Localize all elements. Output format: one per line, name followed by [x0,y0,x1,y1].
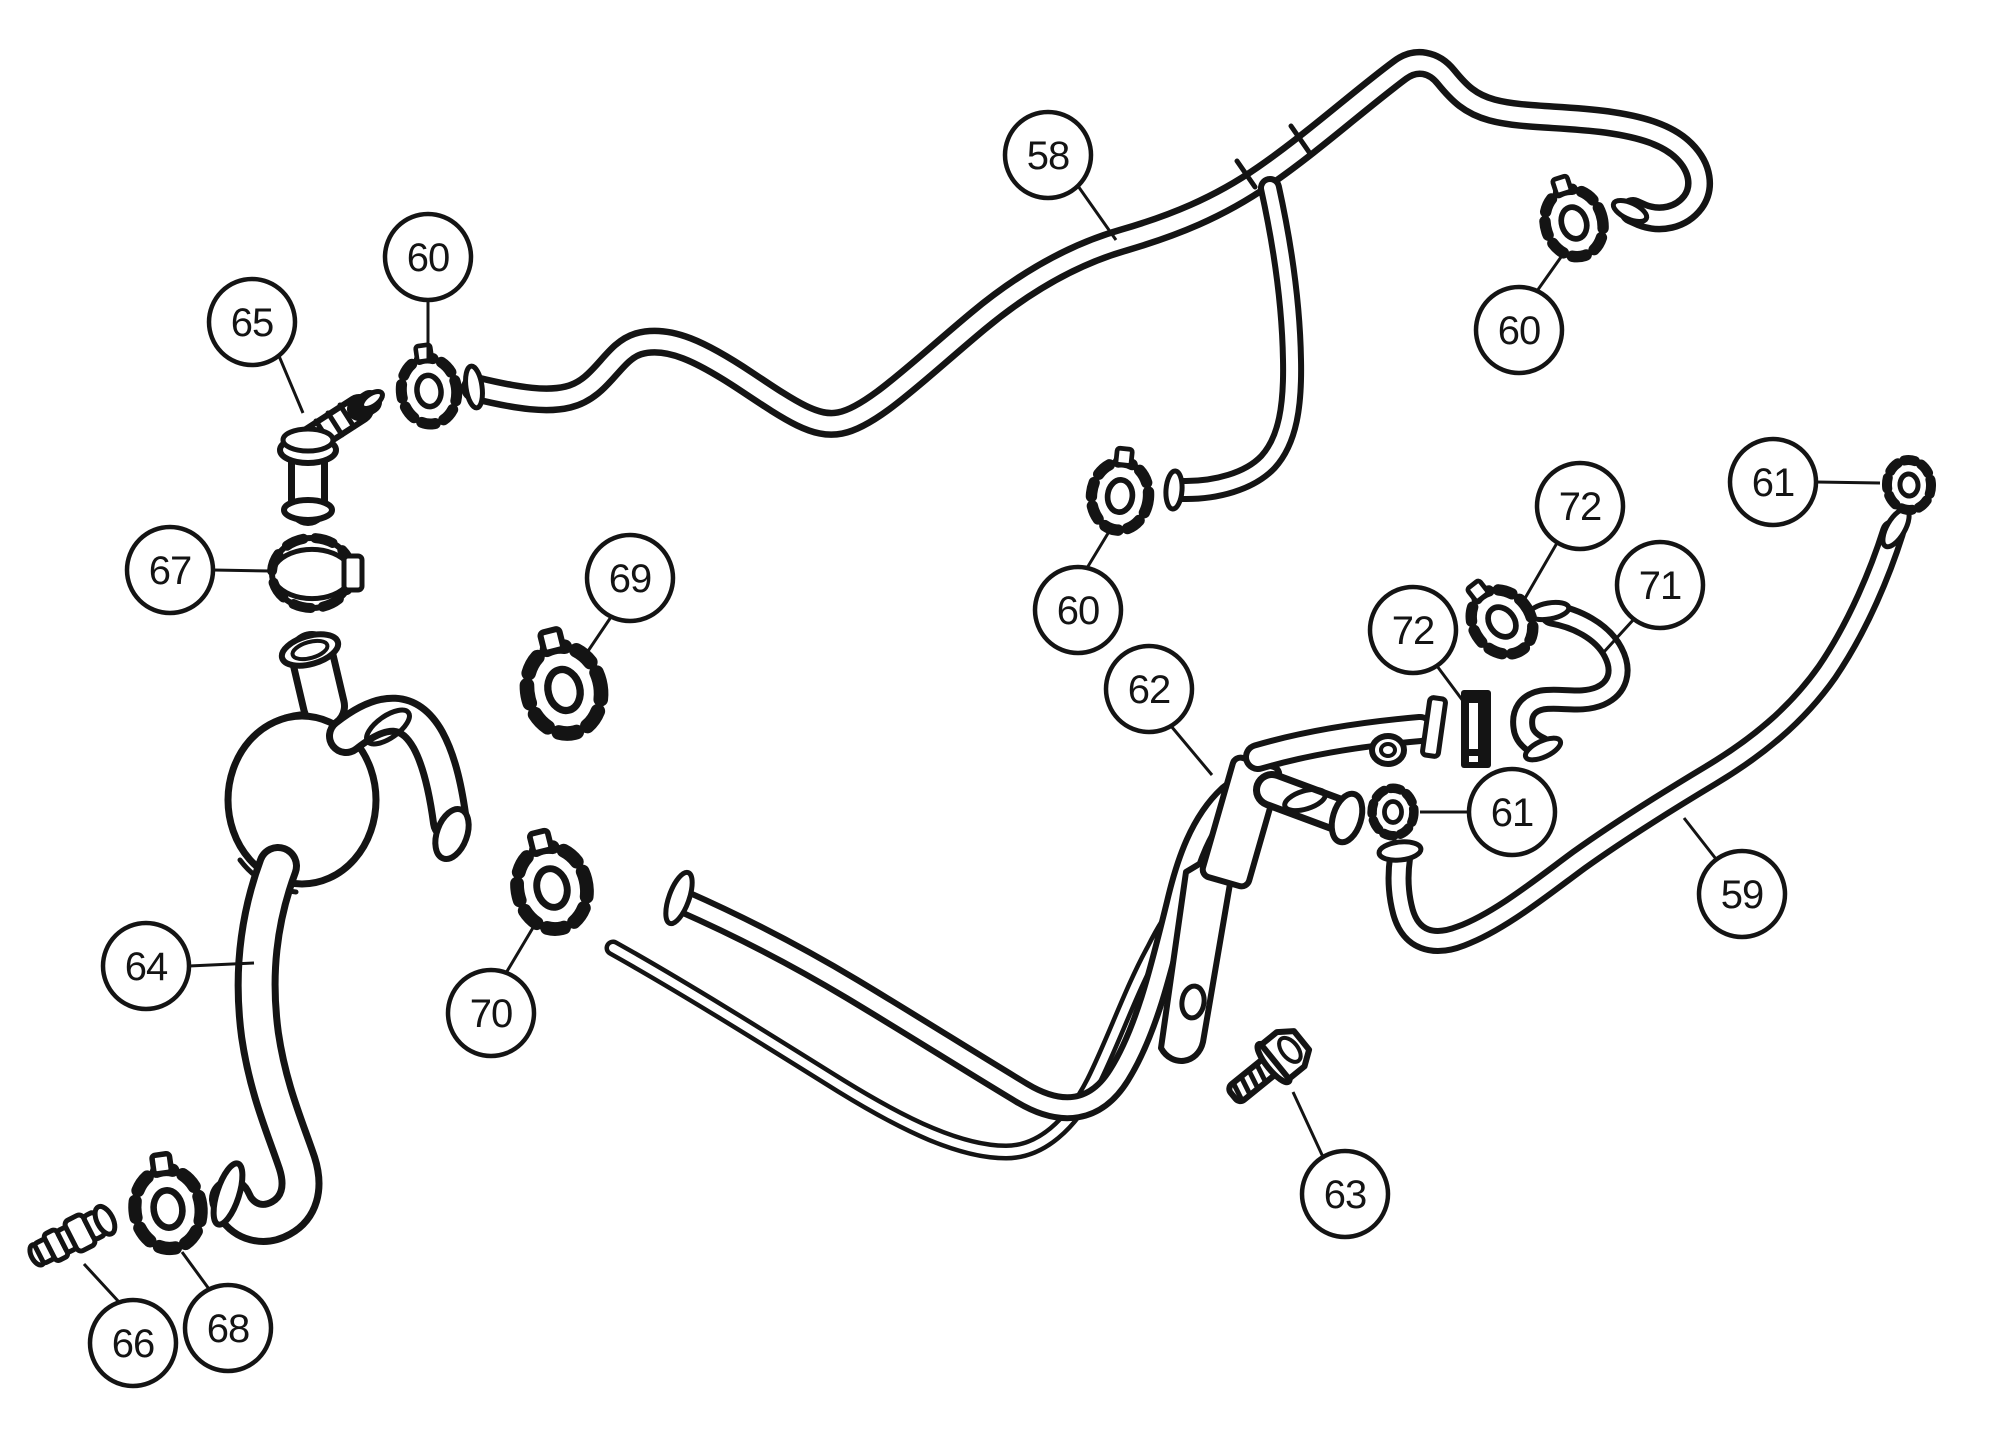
fitting-66-drawing [27,1203,118,1268]
bracket-62 [1158,857,1235,1064]
callout-72b-leader-line [1435,665,1468,706]
callout-60b-number: 60 [1057,589,1100,633]
callout-66-circle[interactable] [87,1297,179,1389]
hose-58-branch-opening [1163,468,1185,512]
callout-64-number: 64 [125,945,168,989]
ring-seal [1369,733,1407,767]
callout-62[interactable]: 62 [1103,643,1214,776]
callout-64-leader-line [188,961,255,968]
callout-72a-leader-line [1522,542,1559,601]
callout-67-leader-line [212,568,271,573]
callout-60c-number: 60 [1498,309,1541,353]
callout-60b-leader-line [1085,529,1112,569]
callout-70[interactable]: 70 [445,925,537,1059]
callout-60c-leader-line [1535,249,1568,292]
callout-69-leader-line [580,616,613,661]
callout-60a-circle[interactable] [382,211,474,303]
clamp-61-second-drawing [1372,788,1414,836]
callout-60a[interactable]: 60 [382,211,474,362]
bolt-63-drawing [1226,1028,1313,1105]
callout-59-leader-line [1682,817,1718,860]
callout-72b[interactable]: 72 [1367,584,1468,706]
callout-61b[interactable]: 61 [1420,766,1558,858]
callout-60a-number: 60 [407,236,450,280]
callout-72a-circle[interactable] [1534,460,1626,552]
callout-58-leader-line [1076,185,1118,241]
callout-64-circle[interactable] [100,920,192,1012]
clamp-72-flat-drawing [1461,690,1491,768]
callout-67[interactable]: 67 [124,524,271,616]
valve-65-drawing [277,389,385,526]
callout-59-number: 59 [1721,873,1764,917]
callout-66-number: 66 [112,1322,155,1366]
callout-63[interactable]: 63 [1291,1091,1391,1240]
callout-68-leader-line [180,1251,211,1290]
callout-62-number: 62 [1128,668,1171,712]
callout-65-number: 65 [231,301,274,345]
callout-61b-circle[interactable] [1466,766,1558,858]
callout-69-circle[interactable] [584,532,676,624]
callout-layer: 58 60 65 67 69 64 70 66 68 62 60 63 60 72 71 72 61 61 59 [82,109,1881,1389]
callout-59[interactable]: 59 [1682,817,1788,940]
artwork [27,49,1933,1268]
callout-72b-number: 72 [1392,609,1435,653]
pipe-62-flange [1420,695,1448,759]
callout-65-circle[interactable] [206,276,298,368]
hose-58-right-opening [1610,197,1650,225]
hose-64-drawing [209,844,323,1245]
callout-60c-circle[interactable] [1473,284,1565,376]
callout-61a-leader-line [1815,480,1881,485]
callout-70-circle[interactable] [445,967,537,1059]
callout-62-leader-line [1169,725,1214,776]
callout-70-number: 70 [470,992,513,1036]
callout-68-circle[interactable] [182,1282,274,1374]
callout-69-number: 69 [609,557,652,601]
callout-63-circle[interactable] [1299,1148,1391,1240]
callout-68-number: 68 [207,1307,250,1351]
callout-58-circle[interactable] [1002,109,1094,201]
hose-62-opening [663,869,695,927]
callout-65-leader-line [277,355,305,414]
heater-housing-drawing [224,631,472,895]
hose-58-left-opening [463,363,485,411]
callout-70-leader-line [504,925,536,974]
callout-67-circle[interactable] [124,524,216,616]
hose-58-drawing [461,49,1714,512]
callout-67-number: 67 [149,549,192,593]
callout-71-leader-line [1601,617,1636,655]
callout-65[interactable]: 65 [206,276,305,414]
callout-63-number: 63 [1324,1173,1367,1217]
callout-61a[interactable]: 61 [1727,436,1881,528]
callout-66-leader-line [82,1262,121,1304]
callout-60b-circle[interactable] [1032,564,1124,656]
callout-71[interactable]: 71 [1601,539,1706,655]
callout-60c[interactable]: 60 [1473,249,1568,376]
callout-71-circle[interactable] [1614,539,1706,631]
callout-62-circle[interactable] [1103,643,1195,735]
callout-72b-circle[interactable] [1367,584,1459,676]
callout-61b-number: 61 [1491,791,1534,835]
callout-61a-number: 61 [1752,461,1795,505]
callout-63-leader-line [1291,1091,1325,1158]
callout-60b[interactable]: 60 [1032,529,1124,656]
hose-64-opening [210,1160,246,1228]
callout-66[interactable]: 66 [82,1262,179,1389]
clamp-61-first-drawing [1885,458,1933,512]
callout-64[interactable]: 64 [100,920,255,1012]
callout-59-circle[interactable] [1696,848,1788,940]
hose-58-sleeve-marks [1234,123,1312,190]
callout-72a-number: 72 [1559,485,1602,529]
callout-58[interactable]: 58 [1002,109,1118,241]
callout-58-number: 58 [1027,134,1070,178]
callout-68[interactable]: 68 [180,1251,274,1374]
callout-69[interactable]: 69 [580,532,676,661]
callout-61a-circle[interactable] [1727,436,1819,528]
pipe-assembly-62-drawing [604,695,1448,1161]
callout-71-number: 71 [1639,564,1682,608]
callout-72a[interactable]: 72 [1522,460,1626,601]
